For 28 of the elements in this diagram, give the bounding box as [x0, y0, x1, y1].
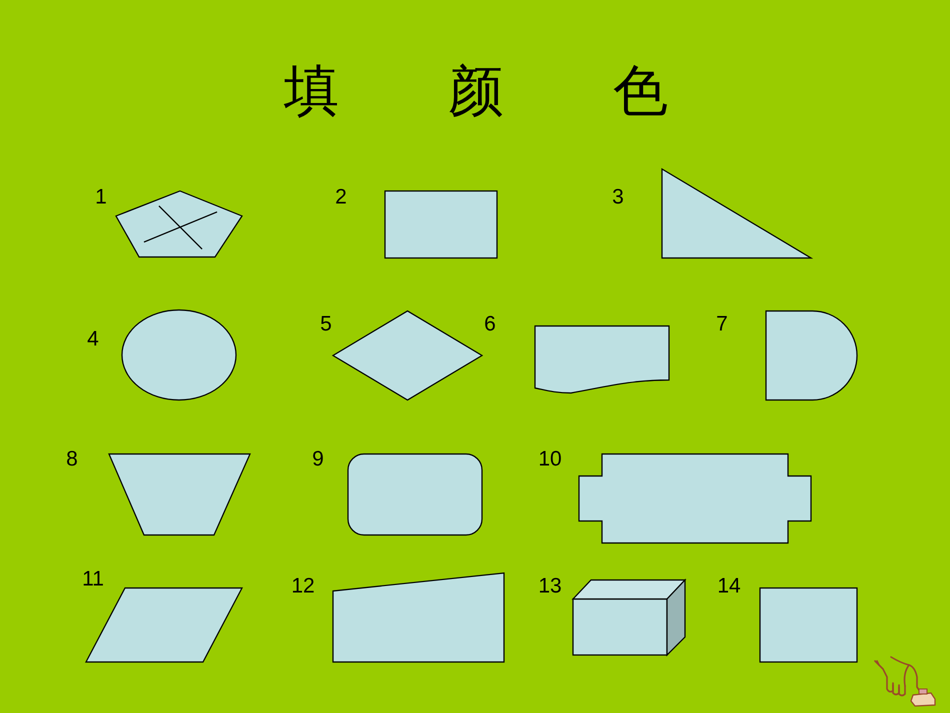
shape-number: 11	[82, 568, 104, 590]
shape-number: 1	[95, 186, 107, 208]
d-shape	[766, 311, 857, 400]
quadrilateral-shape	[333, 573, 504, 662]
triangle-shape	[662, 169, 811, 258]
rounded-rectangle	[348, 454, 482, 535]
ellipse-shape	[122, 310, 236, 400]
shape-number: 6	[484, 314, 496, 334]
parallelogram-shape	[86, 588, 242, 662]
shape-number: 8	[66, 448, 78, 470]
shape-number: 9	[312, 448, 324, 470]
shape-number: 5	[320, 314, 332, 334]
diamond-shape	[333, 311, 482, 400]
shape-number: 7	[716, 314, 728, 334]
title: 填 颜 色	[284, 64, 668, 118]
shape-number: 13	[538, 576, 562, 596]
pentagon-shape	[116, 191, 242, 257]
rectangle-shape	[385, 191, 497, 258]
shape-number: 2	[335, 186, 347, 208]
trapezoid-shape	[109, 454, 250, 535]
shape-number: 14	[717, 576, 741, 596]
shape-number: 12	[291, 576, 315, 596]
document-shape	[535, 326, 669, 393]
rectangle-shape	[760, 588, 857, 662]
shape-number: 4	[87, 328, 99, 350]
shape-number: 10	[538, 448, 562, 470]
shape-number: 3	[612, 186, 624, 208]
cuboid-shape	[573, 580, 685, 655]
